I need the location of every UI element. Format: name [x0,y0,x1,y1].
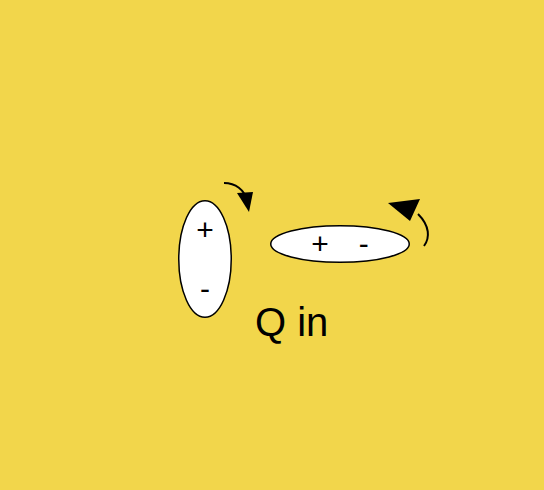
ellipse-outline [270,225,410,263]
ellipse-shape [179,201,232,318]
white-panel [13,2,541,487]
charge-sign: - [359,229,369,259]
rotation-arrow [418,214,428,246]
red-pen-stroke [41,2,63,60]
ellipse-shape [271,226,410,263]
heat-body: +-+-Q in [57,10,523,476]
dipole-ellipse: +- [178,200,232,318]
dipole-ellipse: +- [270,225,410,263]
heat-circle [57,10,523,476]
heat-label: Q in [255,302,328,342]
arrow-head [388,199,420,221]
charge-sign: + [311,229,329,259]
charge-sign: + [196,215,214,245]
red-pen-stroke [416,0,478,56]
charge-sign: - [200,274,210,304]
arrow-head [237,192,253,212]
